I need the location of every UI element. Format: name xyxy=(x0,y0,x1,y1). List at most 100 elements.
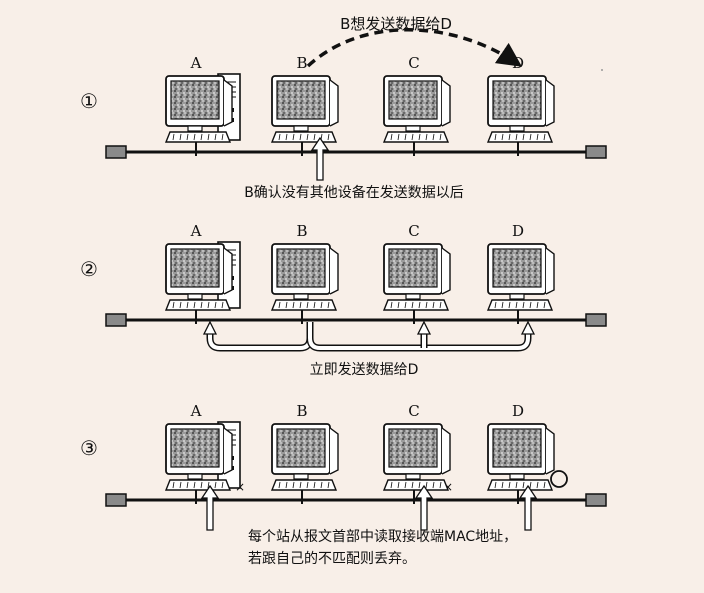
monitor-side xyxy=(223,427,233,475)
signal-tip xyxy=(520,320,536,335)
keyboard-key xyxy=(207,481,210,489)
signal-tip xyxy=(416,320,432,335)
keyboard-key xyxy=(501,481,504,489)
monitor-stand xyxy=(405,125,421,132)
keyboard-key xyxy=(200,481,203,489)
keyboard-key xyxy=(327,133,330,141)
monitor-stand xyxy=(293,473,309,480)
keyboard-key xyxy=(278,133,281,141)
signal-to-d-inner xyxy=(308,334,530,350)
keyboard-key xyxy=(172,301,175,309)
monitor-screen xyxy=(170,428,220,468)
keyboard-key xyxy=(439,481,442,489)
monitor-stand xyxy=(509,473,525,480)
step-2-caption: 立即发送数据给D xyxy=(310,362,419,378)
computer-label: B xyxy=(296,54,307,72)
monitor-side xyxy=(545,79,555,127)
computer-d: D xyxy=(486,222,555,324)
keyboard-key xyxy=(390,133,393,141)
computer-b: B xyxy=(270,402,339,504)
monitor-screen xyxy=(276,80,326,120)
monitor-screen xyxy=(388,248,438,288)
keyboard-key xyxy=(522,301,525,309)
step-1-arrow-label: B想发送数据给D xyxy=(340,15,452,33)
computer-label: D xyxy=(512,222,524,240)
keyboard-key xyxy=(207,133,210,141)
keyboard-key xyxy=(515,481,518,489)
monitor-screen xyxy=(388,428,438,468)
monitor-stand xyxy=(405,293,421,300)
keyboard-key xyxy=(536,481,539,489)
keyboard-key xyxy=(327,301,330,309)
signal-to-a-inner xyxy=(208,322,312,350)
keyboard-key xyxy=(207,301,210,309)
keyboard-key xyxy=(411,133,414,141)
keyboard-key xyxy=(425,133,428,141)
keyboard-key xyxy=(214,481,217,489)
monitor-stand xyxy=(509,293,525,300)
monitor-screen xyxy=(170,80,220,120)
keyboard-key xyxy=(179,301,182,309)
keyboard-key xyxy=(292,133,295,141)
monitor-screen xyxy=(170,248,220,288)
keyboard-key xyxy=(508,481,511,489)
monitor-screen xyxy=(492,428,542,468)
keyboard-key xyxy=(327,481,330,489)
computer-label: A xyxy=(190,54,202,72)
ethernet-bus xyxy=(105,493,607,507)
monitor-screen xyxy=(276,248,326,288)
terminator-right xyxy=(585,313,607,327)
keyboard-key xyxy=(439,133,442,141)
keyboard-key xyxy=(221,133,224,141)
accept-mark-d xyxy=(550,470,568,488)
keyboard-key xyxy=(418,481,421,489)
keyboard-key xyxy=(186,133,189,141)
computer-b: B xyxy=(270,222,339,324)
keyboard-key xyxy=(543,133,546,141)
keyboard-key xyxy=(536,133,539,141)
keyboard-key xyxy=(432,481,435,489)
step-3-marker: ③ xyxy=(80,436,98,460)
keyboard-key xyxy=(214,301,217,309)
keyboard-key xyxy=(390,481,393,489)
computer-d: D xyxy=(486,54,555,156)
keyboard-key xyxy=(522,481,525,489)
monitor-side xyxy=(223,79,233,127)
ethernet-bus xyxy=(105,313,607,327)
computer-b: B xyxy=(270,54,339,156)
receive-arrow-a xyxy=(200,484,220,531)
keyboard xyxy=(486,299,554,311)
monitor-stand xyxy=(405,473,421,480)
step-2-marker: ② xyxy=(80,257,98,281)
keyboard-key xyxy=(221,301,224,309)
keyboard-key xyxy=(543,301,546,309)
monitor-side xyxy=(545,427,555,475)
carrier-sense-arrow xyxy=(310,136,330,181)
computer-label: D xyxy=(512,402,524,420)
send-intent-arrow xyxy=(306,28,523,68)
monitor-screen xyxy=(492,248,542,288)
monitor-screen xyxy=(388,80,438,120)
keyboard-key xyxy=(278,481,281,489)
keyboard xyxy=(164,479,232,491)
keyboard-key xyxy=(425,481,428,489)
margin-dot xyxy=(601,69,603,71)
signal-spread xyxy=(202,320,536,352)
computer-label: B xyxy=(296,402,307,420)
keyboard-key xyxy=(320,481,323,489)
monitor-stand xyxy=(187,293,203,300)
keyboard-key xyxy=(432,301,435,309)
computer-c: C xyxy=(382,54,451,156)
computer-c: C xyxy=(382,402,451,504)
computer-a: A xyxy=(164,222,241,324)
keyboard-key xyxy=(494,481,497,489)
monitor-stand xyxy=(293,293,309,300)
keyboard xyxy=(382,131,450,143)
keyboard-key xyxy=(200,301,203,309)
monitor-stand xyxy=(509,125,525,132)
step-1-caption: B确认没有其他设备在发送数据以后 xyxy=(244,184,464,201)
keyboard-key xyxy=(193,133,196,141)
keyboard-key xyxy=(278,301,281,309)
receive-arrow-d xyxy=(518,484,538,531)
